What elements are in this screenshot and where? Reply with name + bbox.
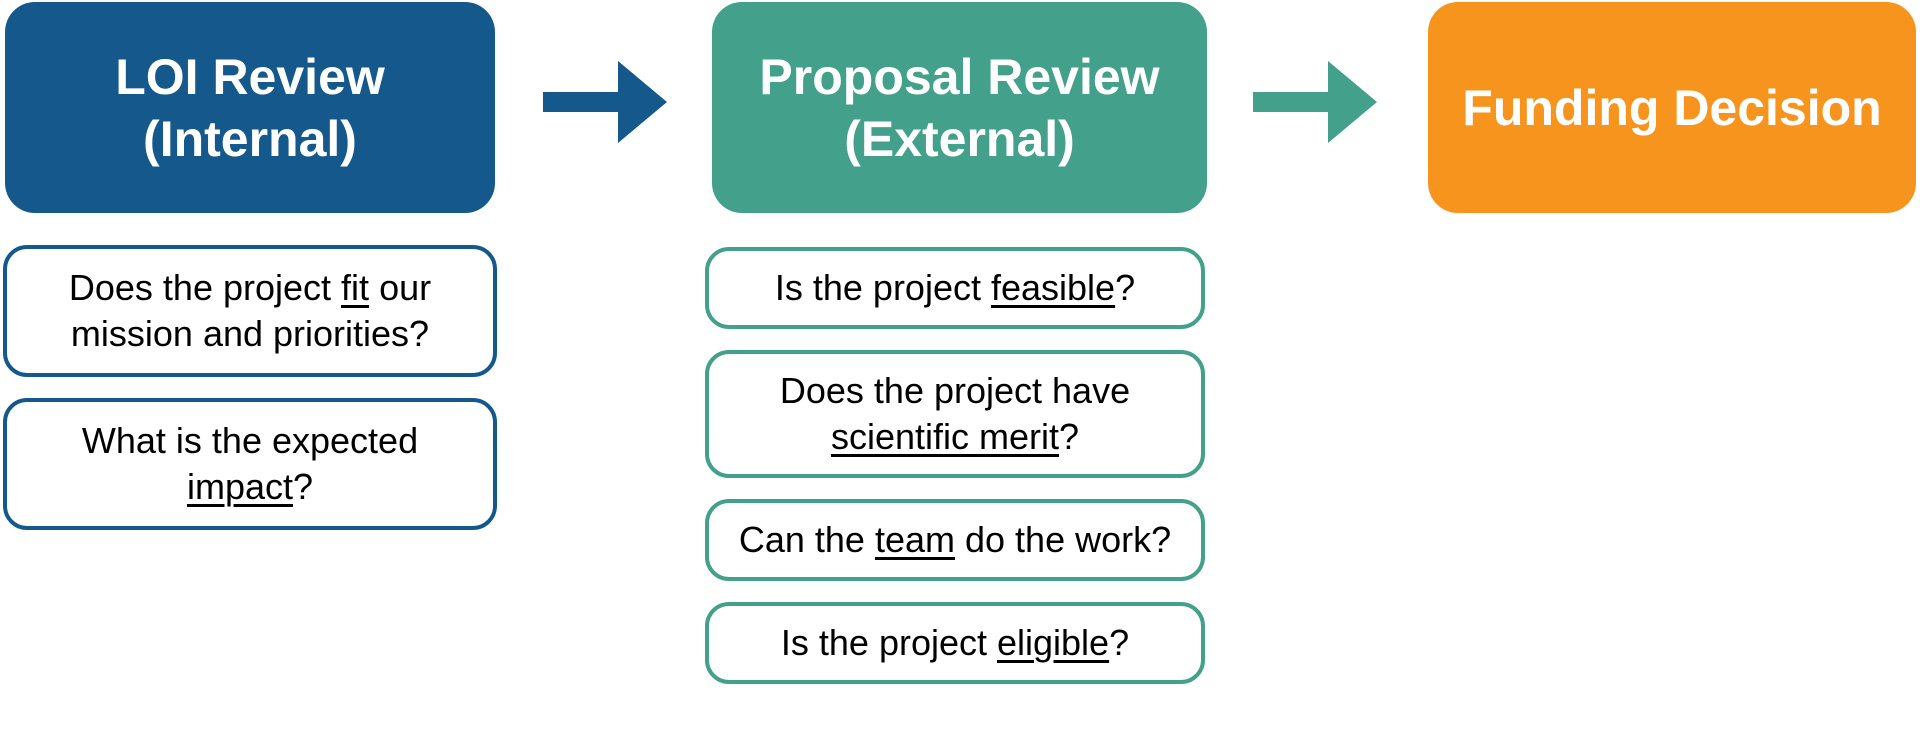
arrow-shape bbox=[1253, 61, 1377, 143]
question-text: Does the project have scientific merit? bbox=[733, 368, 1177, 460]
question-text-segment: our mission and priorities? bbox=[70, 267, 432, 355]
question-text: Does the project fit our mission and pri… bbox=[31, 265, 469, 357]
question-text-segment: Does the project have bbox=[779, 370, 1131, 412]
question-box: Does the project have scientific merit? bbox=[705, 350, 1205, 479]
question-box: Is the project feasible? bbox=[705, 247, 1205, 330]
stage-box-loi-review: LOI Review (Internal) bbox=[5, 2, 495, 213]
question-text: Is the project eligible? bbox=[733, 620, 1177, 666]
stage-box-proposal-review: Proposal Review (External) bbox=[712, 2, 1207, 213]
question-keyword-underlined: team bbox=[874, 519, 955, 561]
question-keyword-underlined: fit bbox=[341, 267, 370, 308]
question-text-segment: Is the project bbox=[774, 267, 991, 308]
question-box: Can the team do the work? bbox=[705, 499, 1205, 582]
question-box: Is the project eligible? bbox=[705, 602, 1205, 685]
question-text: Can the team do the work? bbox=[733, 517, 1177, 563]
question-text-segment: do the work? bbox=[955, 519, 1172, 561]
question-text-segment: ? bbox=[293, 466, 314, 508]
proposal-review-questions: Is the project feasible?Does the project… bbox=[705, 247, 1205, 685]
loi-review-questions: Does the project fit our mission and pri… bbox=[3, 245, 497, 531]
question-text: Is the project feasible? bbox=[733, 265, 1177, 311]
question-box: Does the project fit our mission and pri… bbox=[3, 245, 497, 378]
stage-title-funding-decision: Funding Decision bbox=[1462, 79, 1882, 136]
question-text-segment: What is the expected bbox=[81, 420, 419, 462]
question-text-segment: Is the project bbox=[780, 622, 997, 664]
arrow-shape bbox=[543, 61, 667, 143]
stage-title-loi-review: LOI Review (Internal) bbox=[115, 48, 385, 167]
question-keyword-underlined: feasible bbox=[990, 267, 1116, 308]
question-text-segment: ? bbox=[1109, 622, 1130, 664]
question-keyword-underlined: impact bbox=[186, 466, 293, 508]
stage-title-proposal-review: Proposal Review (External) bbox=[759, 48, 1160, 167]
question-text-segment: Does the project bbox=[68, 267, 342, 308]
question-keyword-underlined: eligible bbox=[997, 622, 1110, 664]
flow-arrow-icon bbox=[543, 61, 667, 143]
stage-box-funding-decision: Funding Decision bbox=[1428, 2, 1916, 213]
question-text: What is the expected impact? bbox=[31, 418, 469, 510]
question-box: What is the expected impact? bbox=[3, 398, 497, 531]
question-text-segment: ? bbox=[1115, 267, 1136, 308]
question-keyword-underlined: scientific merit bbox=[830, 416, 1059, 458]
question-text-segment: ? bbox=[1059, 416, 1080, 458]
flow-arrow-icon bbox=[1253, 61, 1377, 143]
question-text-segment: Can the bbox=[738, 519, 875, 561]
